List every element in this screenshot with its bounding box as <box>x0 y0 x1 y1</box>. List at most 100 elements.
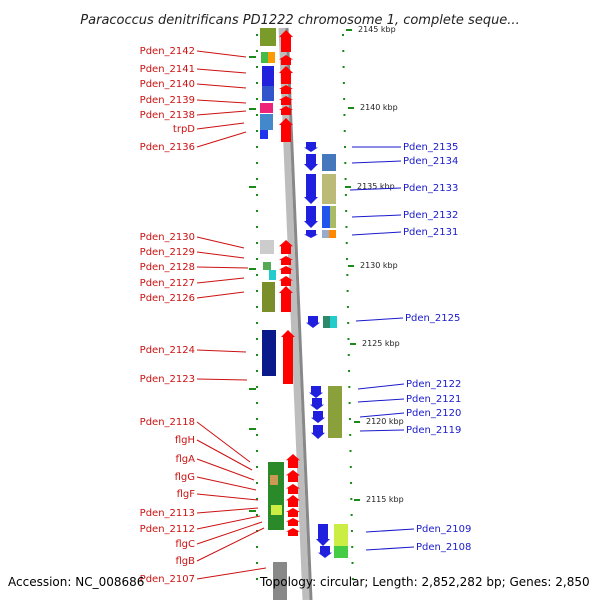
gene-label: Pden_2133 <box>403 183 458 194</box>
left-feature-blocks <box>260 28 287 600</box>
reverse-gene-arrow <box>310 398 324 410</box>
kbp-label: 2125 kbp <box>362 339 400 348</box>
gene-label: trpD <box>173 124 195 135</box>
track-dot <box>256 258 258 260</box>
leader-line <box>349 187 402 191</box>
gene-label: Pden_2125 <box>405 313 460 324</box>
track-dot <box>350 482 353 484</box>
track-major-tick <box>249 108 256 110</box>
right-feature-blocks <box>322 154 348 558</box>
forward-gene-arrow <box>279 30 293 52</box>
kbp-tick <box>346 29 352 31</box>
track-dot <box>350 514 353 516</box>
leader-line <box>196 493 259 501</box>
track-dot <box>256 322 258 324</box>
forward-gene-arrow <box>279 85 293 94</box>
track-dot <box>344 146 347 148</box>
gene-label: Pden_2120 <box>406 408 461 419</box>
gene-label: Pden_2141 <box>140 64 195 75</box>
leader-line <box>196 507 259 514</box>
track-dot <box>256 578 258 580</box>
gene-label: Pden_2130 <box>140 232 195 243</box>
track-dot <box>351 562 354 564</box>
gene-label: Pden_2134 <box>403 156 458 167</box>
reverse-gene-arrow <box>309 386 323 398</box>
track-dot <box>351 546 354 548</box>
forward-gene-arrow <box>286 470 300 482</box>
right-gene-labels: Pden_2135Pden_2134Pden_2133Pden_2132Pden… <box>349 142 471 553</box>
track-dot <box>347 354 350 356</box>
gene-label: flgA <box>176 454 196 465</box>
leader-line <box>196 131 247 148</box>
track-major-tick <box>249 268 256 270</box>
forward-gene-arrow <box>286 495 300 507</box>
gene-label: Pden_2131 <box>403 227 458 238</box>
track-dot <box>346 274 349 276</box>
kbp-label: 2145 kbp <box>358 25 396 34</box>
forward-gene-arrow <box>281 330 295 384</box>
leader-line <box>196 378 248 381</box>
track-dot <box>256 498 258 500</box>
forward-gene-arrow <box>279 106 293 115</box>
reverse-gene-arrow <box>304 142 318 152</box>
track-dot <box>349 466 352 468</box>
gene-label: Pden_2112 <box>140 524 195 535</box>
reverse-gene-arrow <box>311 425 325 439</box>
track-dot <box>345 210 348 212</box>
gene-label: Pden_2139 <box>140 95 195 106</box>
gene-label: Pden_2123 <box>140 374 195 385</box>
kbp-label: 2140 kbp <box>360 103 398 112</box>
track-dot <box>342 82 345 84</box>
track-dot <box>348 418 351 420</box>
track-dot <box>256 226 258 228</box>
gene-label: Pden_2126 <box>140 293 195 304</box>
gene-label: Pden_2121 <box>406 394 461 405</box>
forward-gene-arrow <box>279 240 293 254</box>
kbp-label: 2130 kbp <box>360 261 398 270</box>
track-dot <box>256 386 258 388</box>
left-gene-labels: Pden_2142Pden_2141Pden_2140Pden_2139Pden… <box>140 46 267 585</box>
leader-line <box>196 110 247 116</box>
track-dot <box>256 370 258 372</box>
gene-label: Pden_2122 <box>406 379 461 390</box>
forward-gene-arrow <box>286 484 300 494</box>
track-dot <box>343 114 346 116</box>
gene-label: Pden_2132 <box>403 210 458 221</box>
track-dot <box>346 306 349 308</box>
reverse-gene-arrow <box>304 174 318 204</box>
track-dot <box>256 98 258 100</box>
track-dot <box>346 290 349 292</box>
leader-line <box>365 528 415 533</box>
accession-text: Accession: NC_008686 <box>8 575 144 589</box>
track-dot <box>256 114 258 116</box>
forward-gene-arrow <box>279 266 293 274</box>
forward-gene-arrow <box>279 256 293 265</box>
gene-label: Pden_2136 <box>140 142 195 153</box>
gene-label: Pden_2119 <box>406 425 461 436</box>
leader-line <box>355 317 404 322</box>
gene-label: Pden_2128 <box>140 262 195 273</box>
leader-line <box>196 266 249 269</box>
track-dot <box>343 130 346 132</box>
gene-label: Pden_2127 <box>140 278 195 289</box>
gene-label: Pden_2140 <box>140 79 195 90</box>
reverse-gene-arrow <box>304 154 318 171</box>
track-dot <box>348 370 351 372</box>
track-dot <box>345 242 348 244</box>
track-dot <box>349 434 352 436</box>
kbp-tick <box>354 421 360 423</box>
track-major-tick <box>249 428 256 430</box>
reverse-gene-arrow <box>306 316 320 328</box>
leader-line <box>196 122 245 130</box>
leader-line <box>196 458 255 481</box>
kbp-tick <box>354 499 360 501</box>
track-dot <box>256 354 258 356</box>
track-dot <box>256 242 258 244</box>
track-dot <box>256 418 258 420</box>
leader-line <box>196 439 253 471</box>
leader-line <box>196 50 247 58</box>
track-dot <box>348 386 351 388</box>
leader-line <box>351 160 402 164</box>
kbp-tick <box>348 107 354 109</box>
